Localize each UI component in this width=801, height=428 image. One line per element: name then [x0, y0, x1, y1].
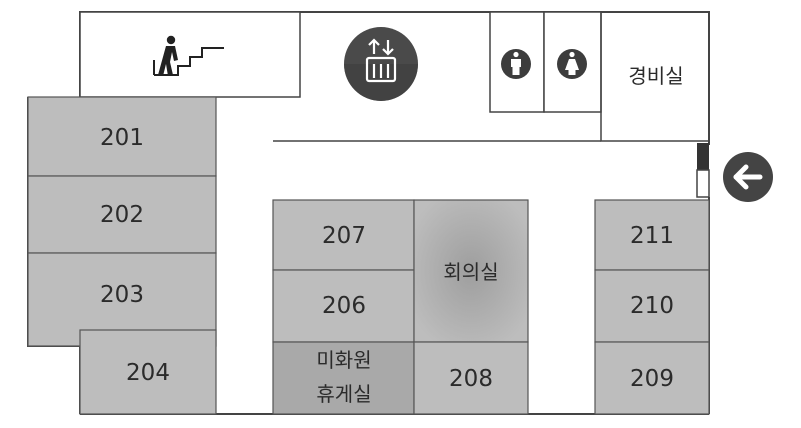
room-label: 204	[126, 360, 170, 386]
entrance-door	[697, 143, 709, 170]
room-label-line2: 휴게실	[316, 382, 371, 406]
restroom-men-icon	[501, 49, 531, 79]
room-label: 203	[100, 282, 144, 308]
room-label: 211	[630, 223, 674, 249]
room-label: 208	[449, 366, 493, 392]
room-204[interactable]: 204	[79, 329, 217, 415]
room-security[interactable]: 경비실	[600, 12, 709, 142]
elevator-icon[interactable]	[344, 27, 418, 101]
room-209[interactable]: 209	[594, 341, 710, 415]
room-label: 회의실	[443, 260, 498, 284]
arrow-left-icon[interactable]	[723, 152, 773, 202]
room-label: 210	[630, 293, 674, 319]
restroom-women-icon	[557, 49, 587, 79]
room-211[interactable]: 211	[594, 199, 710, 271]
room-207[interactable]: 207	[272, 199, 415, 271]
room-label: 207	[322, 223, 366, 249]
room-206[interactable]: 206	[272, 269, 415, 343]
restroom-women[interactable]	[543, 11, 602, 113]
room-label: 경비실	[628, 64, 683, 88]
restroom-men[interactable]	[489, 11, 545, 113]
stairs-icon	[153, 35, 224, 76]
room-202[interactable]: 202	[27, 175, 217, 254]
room-201[interactable]: 201	[27, 96, 217, 177]
room-label-line1: 미화원	[316, 348, 371, 372]
room-label: 202	[100, 202, 144, 228]
room-210[interactable]: 210	[594, 269, 710, 343]
room-meeting[interactable]: 회의실	[413, 199, 529, 343]
room-cleaner-lounge[interactable]: 미화원 휴게실	[272, 341, 415, 415]
room-208[interactable]: 208	[413, 341, 529, 415]
stair-area[interactable]	[79, 11, 301, 98]
room-label: 206	[322, 293, 366, 319]
room-label: 201	[100, 125, 144, 151]
room-label: 209	[630, 366, 674, 392]
